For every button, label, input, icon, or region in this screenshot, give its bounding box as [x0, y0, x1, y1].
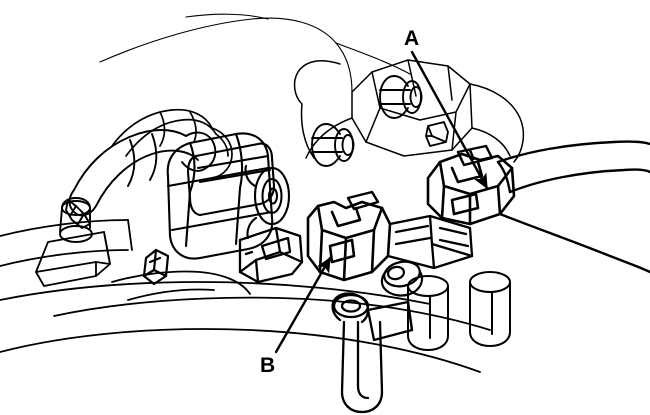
actuator-cap [186, 142, 276, 217]
connector-a-latch [456, 144, 494, 167]
lower-left-casting [35, 231, 251, 301]
coolant-hose-left [68, 129, 217, 217]
wire-harness [496, 140, 650, 274]
intake-tubes [407, 271, 511, 351]
callout-leader-b [274, 256, 332, 354]
callout-leader-a [410, 50, 489, 190]
port-boss-lower [311, 123, 355, 167]
background-contours [99, 13, 411, 93]
engine-block [293, 59, 525, 163]
small-cylinder [380, 260, 424, 297]
connector-b-backshell [386, 214, 474, 270]
bracket-clamp [331, 292, 414, 414]
harness-clip [142, 248, 170, 286]
mounting-stud [59, 197, 93, 243]
port-boss-upper [379, 75, 423, 119]
block-tab [425, 121, 449, 147]
callout-label-a: A [404, 27, 420, 50]
connector-b-latch [346, 190, 380, 211]
callout-label-b: B [260, 354, 276, 377]
actuator-barrel [244, 164, 291, 240]
hose-secondary [111, 108, 233, 179]
connector-third [238, 226, 304, 284]
